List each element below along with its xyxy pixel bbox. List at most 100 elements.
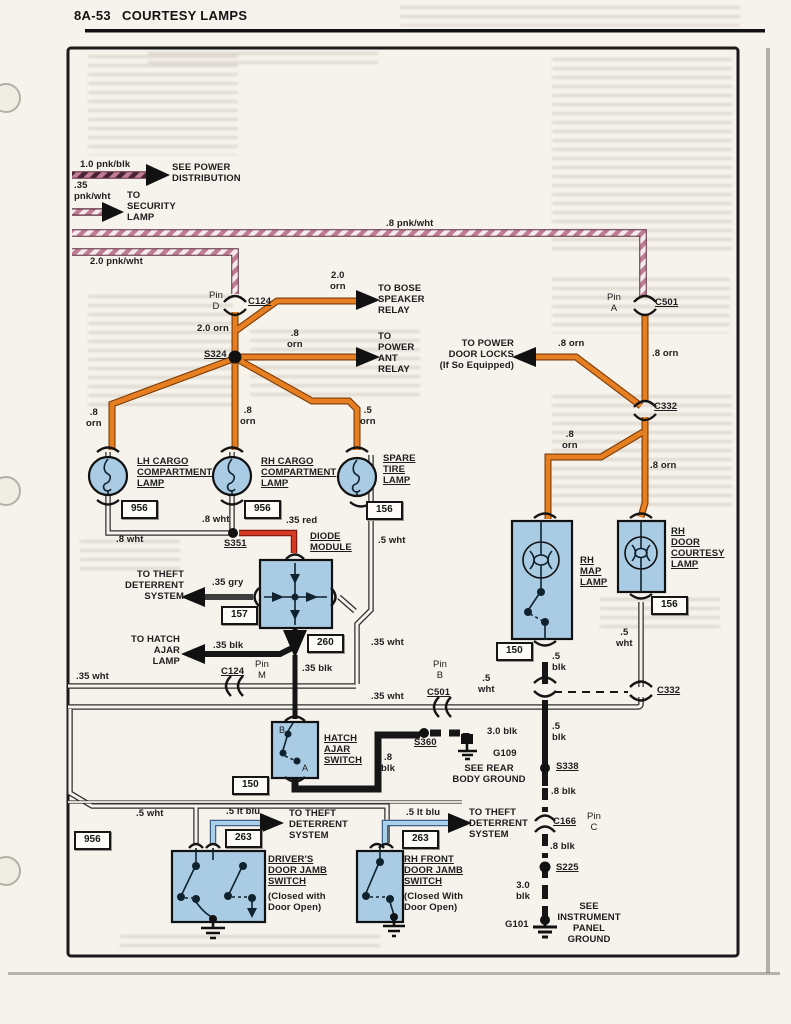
ref-150-map: 150 <box>496 642 533 661</box>
wire-label-8-orn-r1: .8 orn <box>652 348 679 359</box>
flow-arrows <box>102 164 536 833</box>
ground-symbols <box>201 744 557 940</box>
page-number: 8A-53 <box>74 8 111 23</box>
wire-label-8-blk-1: .8 blk <box>551 786 576 797</box>
wire-label-8-orn-ant: .8 orn <box>287 328 303 350</box>
hole-punch-top <box>0 83 21 113</box>
white-wires <box>67 452 644 843</box>
see-power-distribution: SEE POWER DISTRIBUTION <box>172 162 241 184</box>
wire-label-8-blk-2: .8 blk <box>550 841 575 852</box>
wire-label-8-orn-lh: .8 orn <box>86 407 102 429</box>
to-theft-deterrent-2: TO THEFT DETERRENT SYSTEM <box>469 807 528 840</box>
connector-c501-top: C501 <box>655 297 679 308</box>
splice-dots <box>209 350 551 925</box>
splice-s338: S338 <box>556 761 579 772</box>
wire-label-5-wht-spare: .5 wht <box>378 535 406 546</box>
pin-d: Pin D <box>209 290 224 312</box>
see-instrument-panel-ground: SEE INSTRUMENT PANEL GROUND <box>557 901 621 945</box>
ref-150-hatch: 150 <box>232 776 269 795</box>
pin-c: Pin C <box>587 811 602 833</box>
wire-label-5-ltblu-1: .5 lt blu <box>226 806 261 817</box>
wire-label-5-blk-2: .5 blk <box>552 721 567 743</box>
diode-module-label: DIODE MODULE <box>310 531 352 553</box>
see-rear-body-ground: SEE REAR BODY GROUND <box>452 763 526 785</box>
wire-label-8-wht-a: .8 wht <box>202 514 230 525</box>
rh-map-lamp-label: RH MAP LAMP <box>580 555 608 588</box>
wire-label-2-0-orn-bose: 2.0 orn <box>330 270 346 292</box>
connector-c332-low: C332 <box>657 685 681 696</box>
to-power-door-locks: TO POWER DOOR LOCKS (If So Equipped) <box>439 338 514 371</box>
pin-a: Pin A <box>607 292 622 314</box>
lh-cargo-lamp-label: LH CARGO COMPARTMENT LAMP <box>137 456 213 489</box>
ground-g101: G101 <box>505 919 529 930</box>
to-hatch-ajar-lamp: TO HATCH AJAR LAMP <box>130 634 180 667</box>
to-security-lamp: TO SECURITY LAMP <box>127 190 176 223</box>
wire-label-35-pnk-wht: .35 pnk/wht <box>74 180 111 202</box>
wire-label-35-wht-mid: .35 wht <box>371 691 404 702</box>
bleedthrough-text-artifact <box>250 330 420 400</box>
wire-label-5-orn-spare: .5 orn <box>360 405 376 427</box>
diagram-border <box>66 46 740 958</box>
rh-front-door-jamb-switch-note: (Closed With Door Open) <box>404 891 464 913</box>
page-bottom-shadow <box>8 972 780 975</box>
wire-label-5-wht-bottom: .5 wht <box>136 808 164 819</box>
wire-label-2-0-pnk-wht: 2.0 pnk/wht <box>90 256 143 267</box>
rh-cargo-lamp-label: RH CARGO COMPARTMENT LAMP <box>261 456 337 489</box>
ref-956-lh: 956 <box>121 500 158 519</box>
internal-dots <box>177 574 549 918</box>
drivers-door-jamb-switch-label: DRIVER'S DOOR JAMB SWITCH <box>268 854 327 887</box>
pin-m: Pin M <box>255 659 270 681</box>
wire-label-35-gry: .35 gry <box>212 577 244 588</box>
ref-260: 260 <box>307 634 344 653</box>
lh-cargo-lamp <box>87 455 129 497</box>
bleedthrough-text-artifact <box>120 935 380 949</box>
wire-label-35-blk-hatchlamp: .35 blk <box>213 640 244 651</box>
bleedthrough-text-artifact <box>88 295 233 410</box>
wire-label-3-0-blk-g109: 3.0 blk <box>487 726 518 737</box>
spare-tire-lamp-label: SPARE TIRE LAMP <box>383 453 416 486</box>
ref-157: 157 <box>221 606 258 625</box>
ref-263-rh: 263 <box>402 830 439 849</box>
pink-striped-wires <box>72 171 647 297</box>
wire-label-8-orn-doorlocks: .8 orn <box>558 338 585 349</box>
hatch-pin-b: B <box>279 725 286 735</box>
connector-c124-top: C124 <box>248 296 272 307</box>
drivers-door-jamb-switch-note: (Closed with Door Open) <box>268 891 326 913</box>
wire-label-2-0-orn: 2.0 orn <box>197 323 229 334</box>
splice-s360: S360 <box>414 737 437 748</box>
orange-wires <box>108 297 649 519</box>
header-rule <box>85 29 765 33</box>
spare-tire-lamp <box>336 456 378 498</box>
bleedthrough-text-artifact <box>552 58 732 253</box>
connector-c332-top: C332 <box>654 401 678 412</box>
connector-c501-b: C501 <box>427 687 451 698</box>
connector-c166: C166 <box>553 816 577 827</box>
page-title: COURTESY LAMPS <box>122 8 248 23</box>
black-wires <box>201 628 628 918</box>
pin-b: Pin B <box>433 659 448 681</box>
ground-g109: G109 <box>493 748 517 759</box>
to-bose-speaker-relay: TO BOSE SPEAKER RELAY <box>378 283 425 316</box>
wire-label-35-blk-v: .35 blk <box>302 663 333 674</box>
hatch-ajar-switch <box>270 720 320 780</box>
connector-symbols <box>96 294 657 849</box>
ref-956-rh: 956 <box>244 500 281 519</box>
rh-cargo-lamp <box>211 455 253 497</box>
splice-s225: S225 <box>556 862 579 873</box>
bleedthrough-text-artifact <box>148 52 378 68</box>
ref-156-spare: 156 <box>366 501 403 520</box>
to-theft-deterrent-3: TO THEFT DETERRENT SYSTEM <box>289 808 348 841</box>
bleedthrough-text-artifact <box>80 540 180 570</box>
splice-s351: S351 <box>224 538 247 549</box>
to-power-ant-relay: TO POWER ANT RELAY <box>378 331 415 375</box>
component-bodies <box>87 455 667 924</box>
hole-punch-bottom <box>0 856 21 886</box>
light-blue-wires <box>209 819 450 845</box>
wire-label-5-wht-courtesy: .5 wht <box>616 627 633 649</box>
wire-label-8-pnk-wht: .8 pnk/wht <box>386 218 434 229</box>
wire-label-3-0-blk-g101: 3.0 blk <box>516 880 531 902</box>
wire-label-8-blk-hatch: .8 blk <box>381 752 396 774</box>
